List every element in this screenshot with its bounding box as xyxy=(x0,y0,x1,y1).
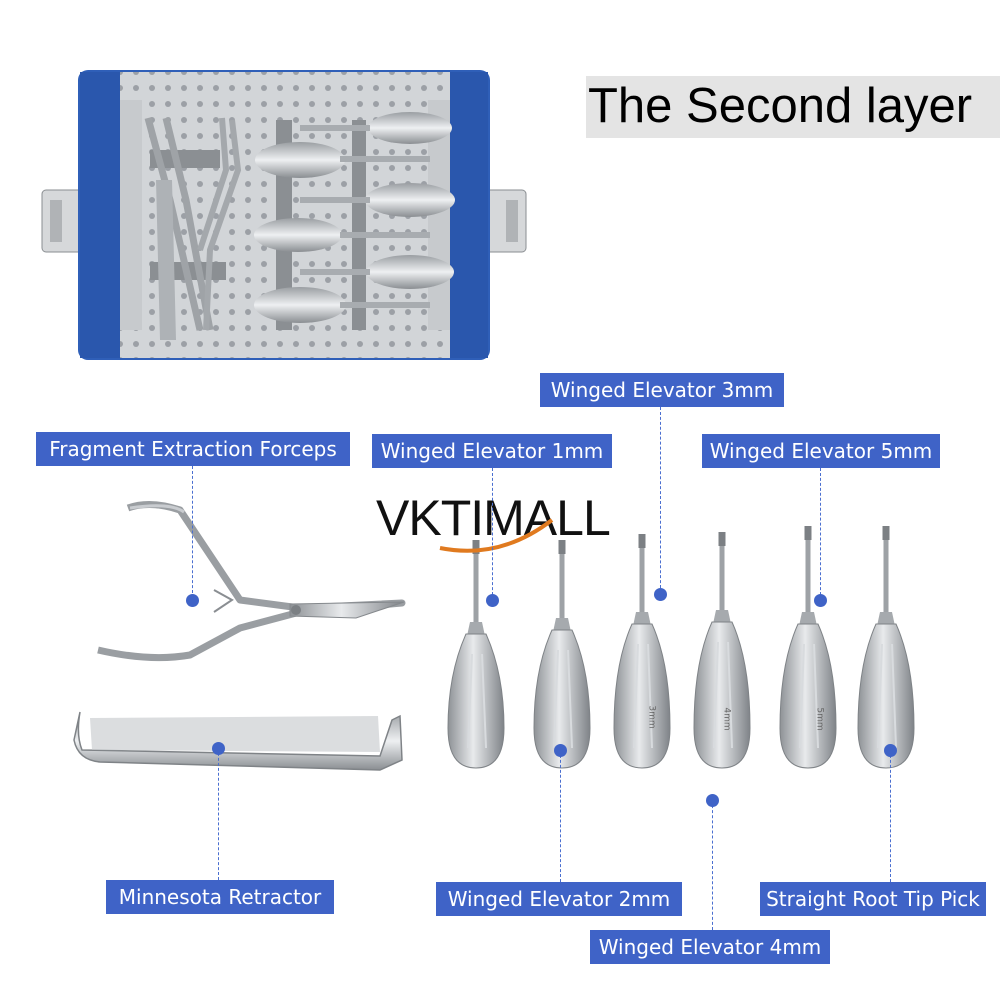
leader-elevator-3mm xyxy=(660,407,661,593)
label-elevator-4mm: Winged Elevator 4mm xyxy=(590,930,830,964)
label-minnesota-retractor: Minnesota Retractor xyxy=(106,880,334,914)
root-tip-pick-image xyxy=(857,526,915,769)
dot-elevator-4mm xyxy=(705,793,719,807)
elevator-5mm-image xyxy=(779,526,837,769)
leader-elevator-2mm xyxy=(560,750,561,882)
dot-root-tip-pick xyxy=(883,743,897,757)
leader-elevator-4mm xyxy=(712,800,713,930)
elevator-4mm-image xyxy=(693,532,751,769)
label-fragment-forceps: Fragment Extraction Forceps xyxy=(36,432,350,466)
label-elevator-3mm: Winged Elevator 3mm xyxy=(540,373,784,407)
dot-elevator-3mm xyxy=(653,587,667,601)
leader-forceps xyxy=(192,466,193,598)
leader-retractor xyxy=(218,748,219,880)
engraving-3mm: 3mm xyxy=(646,705,657,729)
label-elevator-5mm: Winged Elevator 5mm xyxy=(702,434,940,468)
elevator-1mm-image xyxy=(447,540,505,769)
engraving-5mm: 5mm xyxy=(814,707,825,731)
leader-root-tip-pick xyxy=(890,750,891,882)
dot-forceps xyxy=(185,593,199,607)
engraving-4mm: 4mm xyxy=(721,707,732,731)
elevator-2mm-image xyxy=(533,540,591,769)
label-root-tip-pick: Straight Root Tip Pick xyxy=(760,882,986,916)
label-elevator-1mm: Winged Elevator 1mm xyxy=(372,434,612,468)
label-elevator-2mm: Winged Elevator 2mm xyxy=(436,882,682,916)
elevator-3mm-image xyxy=(613,534,671,769)
dot-elevator-2mm xyxy=(553,743,567,757)
title-box: The Second layer xyxy=(586,76,1000,138)
leader-elevator-5mm xyxy=(820,468,821,600)
leader-elevator-1mm xyxy=(492,468,493,600)
dot-retractor xyxy=(211,741,225,755)
brand-text: VKTIMALL xyxy=(376,490,611,546)
dot-elevator-5mm xyxy=(813,593,827,607)
brand-logo: VKTIMALL xyxy=(376,490,611,546)
page-title: The Second layer xyxy=(588,79,973,133)
dot-elevator-1mm xyxy=(485,593,499,607)
